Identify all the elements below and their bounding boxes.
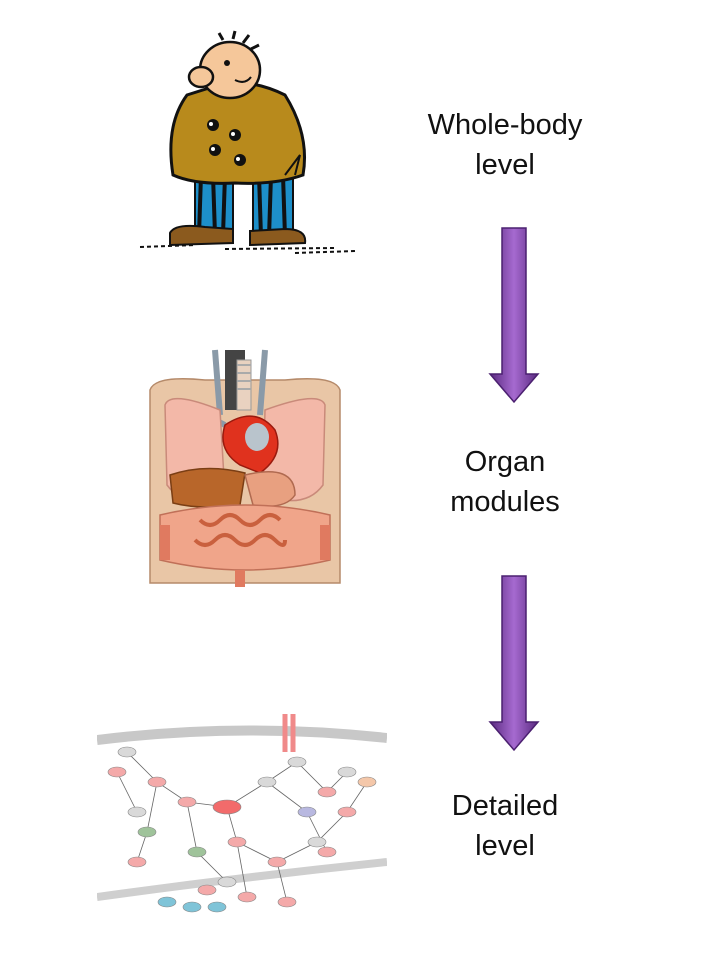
label-line: Whole-body: [427, 109, 583, 141]
label-line: modules: [450, 486, 560, 518]
label-line: Organ: [464, 446, 546, 478]
signaling-pathway-diagram: [97, 714, 387, 913]
down-arrow-icon: [488, 575, 540, 752]
human-organs-illustration: [149, 349, 341, 587]
down-arrow-icon: [488, 227, 540, 404]
label-whole-body-level: Whole-body level: [400, 105, 610, 185]
label-line: level: [475, 149, 535, 181]
label-line: level: [475, 830, 535, 862]
label-detailed-level: Detailed level: [400, 786, 610, 866]
cartoon-man-illustration: [139, 30, 356, 254]
label-organ-modules: Organ modules: [400, 442, 610, 522]
label-line: Detailed: [451, 790, 559, 822]
